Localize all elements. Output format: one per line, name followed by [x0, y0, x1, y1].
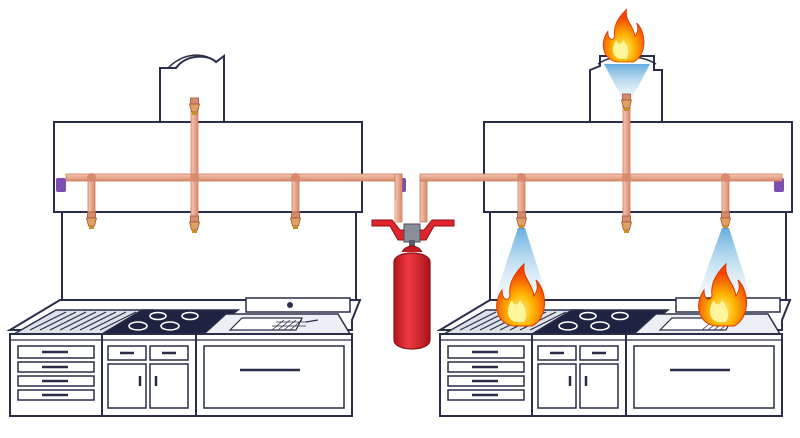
right-kitchen	[419, 8, 793, 417]
hood-right	[483, 121, 793, 300]
nozzle-icon	[621, 215, 632, 234]
spray-cone-icon	[494, 228, 548, 300]
exhaust-duct-left	[159, 54, 225, 122]
nozzle-icon	[720, 211, 731, 230]
spray-cone-icon	[696, 228, 752, 300]
nozzle-icon	[290, 211, 301, 230]
nozzle-icon	[86, 211, 97, 230]
spray-cone-icon	[604, 64, 650, 102]
cooking-line-left	[6, 297, 362, 417]
hood-left	[53, 121, 363, 300]
detector-icon	[774, 178, 784, 192]
fire-icon	[602, 8, 645, 63]
nozzle-icon	[516, 211, 527, 230]
nozzle-icon	[189, 215, 200, 234]
extinguisher-icon	[371, 175, 455, 350]
deep-fryer	[202, 297, 352, 335]
left-kitchen	[6, 54, 406, 417]
